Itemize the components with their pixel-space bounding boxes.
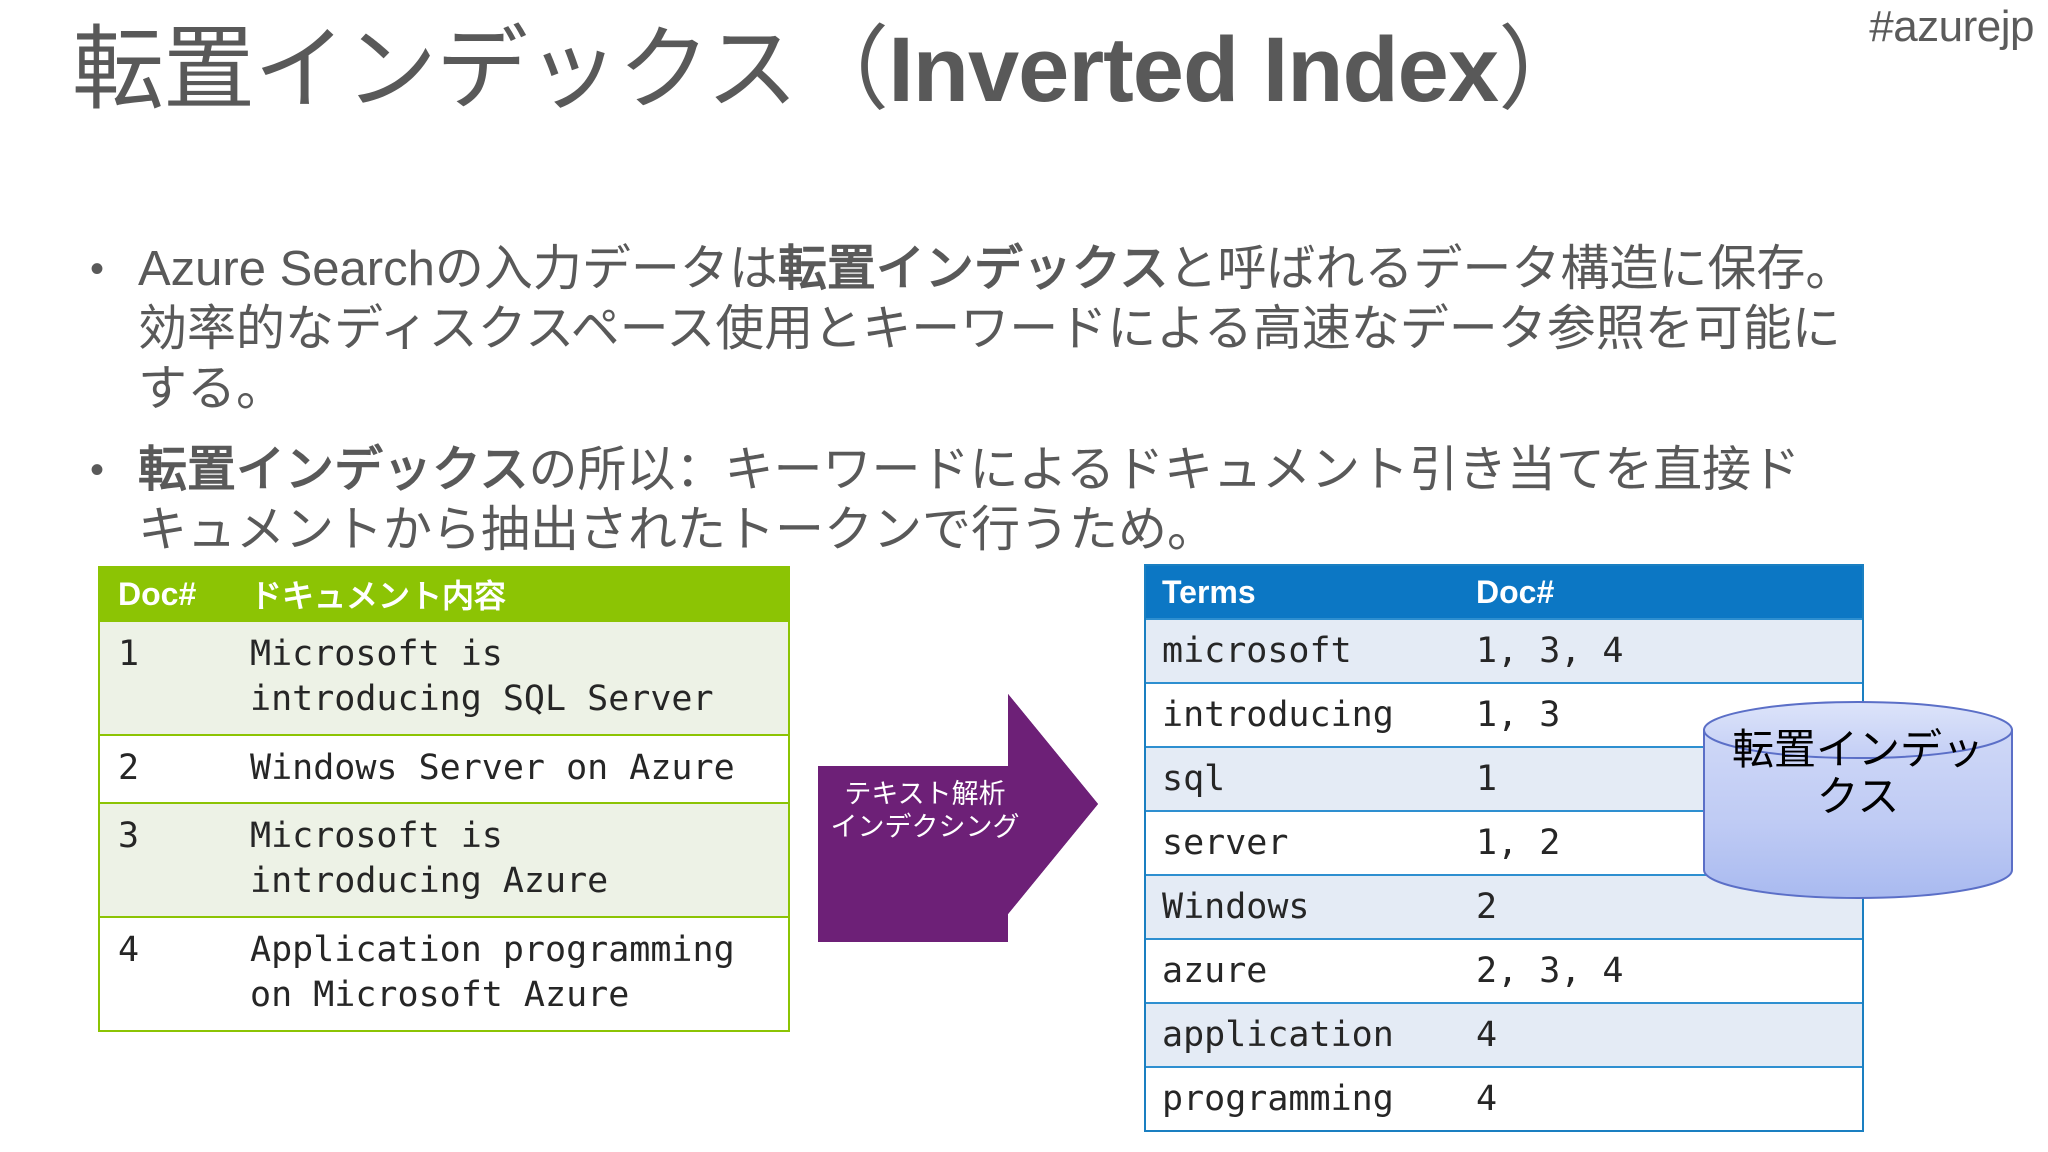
doc-content-line: Windows Server on Azure xyxy=(250,747,735,788)
body-content: • Azure Searchの入力データは転置インデックスと呼ばれるデータ構造に… xyxy=(70,240,2010,583)
cylinder-icon xyxy=(1703,701,2013,899)
doc-number: 2 xyxy=(118,747,140,788)
bullet-1-emphasis: 転置インデックス xyxy=(777,242,1169,296)
database-cylinder: 転置インデックス xyxy=(1702,700,2014,900)
index-docs: 2 xyxy=(1476,887,1498,927)
title-japanese: 転置インデックス（ xyxy=(72,19,889,121)
bullet-marker: • xyxy=(90,448,105,493)
index-term: introducing xyxy=(1162,695,1394,735)
index-docs: 1, 3 xyxy=(1476,695,1561,735)
doc-content-line: introducing Azure xyxy=(250,861,609,902)
index-table-header-terms: Terms xyxy=(1162,573,1256,610)
title-close-paren: ） xyxy=(1498,19,1590,121)
doc-content-line: Microsoft is xyxy=(250,816,503,857)
hashtag-label: #azurejp xyxy=(1869,2,2034,51)
table-row: server 1, 2 xyxy=(1146,810,1862,874)
table-row: azure 2, 3, 4 xyxy=(1146,938,1862,1002)
bullet-2-emphasis: 転置インデックス xyxy=(138,443,529,498)
index-docs: 1, 2 xyxy=(1476,823,1561,863)
doc-number: 4 xyxy=(118,929,140,970)
doc-content-line: Application programming xyxy=(250,929,735,970)
bullet-marker: • xyxy=(90,247,105,291)
bullet-item-1: • Azure Searchの入力データは転置インデックスと呼ばれるデータ構造に… xyxy=(70,240,2010,419)
bullet-2-text-b: の所以：キーワードによるドキュメント引き当てを直接ド xyxy=(528,443,1801,498)
table-row: 4 Application programming on Microsoft A… xyxy=(100,915,788,1030)
title-english: Inverted Index xyxy=(888,19,1499,121)
table-row: programming 4 xyxy=(1146,1066,1862,1130)
bullet-1-line-2: 効率的なディスクスペース使用とキーワードによる高速なデータ参照を可能に xyxy=(138,301,1841,356)
index-table-header-row: Terms Doc# xyxy=(1146,566,1862,618)
index-table-header-doc: Doc# xyxy=(1476,573,1555,610)
index-docs: 4 xyxy=(1476,1015,1498,1055)
table-row: 3 Microsoft is introducing Azure xyxy=(100,802,788,916)
table-row: 2 Windows Server on Azure xyxy=(100,733,788,803)
doc-content: Windows Server on Azure xyxy=(250,746,788,791)
index-docs: 2, 3, 4 xyxy=(1476,951,1624,991)
index-docs: 1 xyxy=(1476,759,1498,799)
page-title: 転置インデックス（Inverted Index） xyxy=(72,19,1972,121)
bullet-2-line-3: 抽出されたトークンで行うため。 xyxy=(481,503,1217,558)
arrow-label: テキスト解析 インデクシング xyxy=(830,778,1020,844)
doc-content: Microsoft is introducing Azure xyxy=(250,814,788,904)
index-docs: 1, 3, 4 xyxy=(1476,631,1624,671)
doc-content: Application programming on Microsoft Azu… xyxy=(250,928,788,1018)
arrow-label-line-2: インデクシング xyxy=(830,811,1020,842)
bullet-2-line-1: 転置インデックスの所以：キーワードによるドキュメント引き当てを直接ド xyxy=(138,443,1800,497)
bullet-1-line-1: Azure Searchの入力データは転置インデックスと呼ばれるデータ構造に保存… xyxy=(138,242,1854,296)
doc-number: 3 xyxy=(118,816,140,857)
doc-content-line: Microsoft is xyxy=(250,634,503,674)
table-row: 1 Microsoft is introducing SQL Server xyxy=(100,620,788,734)
index-term: sql xyxy=(1162,759,1226,799)
documents-table: Doc# ドキュメント内容 1 Microsoft is introducing… xyxy=(98,566,790,1032)
table-row: application 4 xyxy=(1146,1002,1862,1066)
table-row: introducing 1, 3 xyxy=(1146,682,1862,746)
index-term: application xyxy=(1162,1015,1394,1055)
doc-content-line: on Microsoft Azure xyxy=(250,974,630,1015)
bullet-1-text-d: と呼ばれるデータ構造に保存。 xyxy=(1168,242,1855,296)
bullet-1-line-3: する。 xyxy=(138,361,286,416)
index-term: programming xyxy=(1162,1079,1394,1119)
inverted-index-table: Terms Doc# microsoft 1, 3, 4 introducing… xyxy=(1144,564,1864,1132)
process-arrow: テキスト解析 インデクシング xyxy=(818,694,1098,1014)
index-docs: 4 xyxy=(1476,1079,1498,1119)
doc-number: 1 xyxy=(118,634,140,674)
bullet-2-line-2: キュメントから xyxy=(138,503,482,558)
documents-table-header-content: ドキュメント内容 xyxy=(250,578,507,614)
documents-table-header-row: Doc# ドキュメント内容 xyxy=(100,568,788,620)
cylinder-label: 転置インデックス xyxy=(1731,726,1984,821)
arrow-shape xyxy=(818,694,1098,942)
table-row: microsoft 1, 3, 4 xyxy=(1146,618,1862,682)
bullet-1-azure-search: Azure Search xyxy=(138,242,435,296)
doc-content-line: introducing SQL Server xyxy=(250,678,714,719)
bullet-1-text-b: の入力データは xyxy=(434,242,778,296)
arrow-label-line-1: テキスト解析 xyxy=(844,779,1006,809)
index-term: Windows xyxy=(1162,887,1310,927)
index-term: microsoft xyxy=(1162,631,1352,671)
doc-content: Microsoft is introducing SQL Server xyxy=(250,632,788,722)
index-term: server xyxy=(1162,823,1289,863)
bullet-item-2: • 転置インデックスの所以：キーワードによるドキュメント引き当てを直接ド キュメ… xyxy=(70,441,2010,561)
documents-table-header-doc: Doc# xyxy=(118,575,197,612)
index-term: azure xyxy=(1162,951,1268,991)
